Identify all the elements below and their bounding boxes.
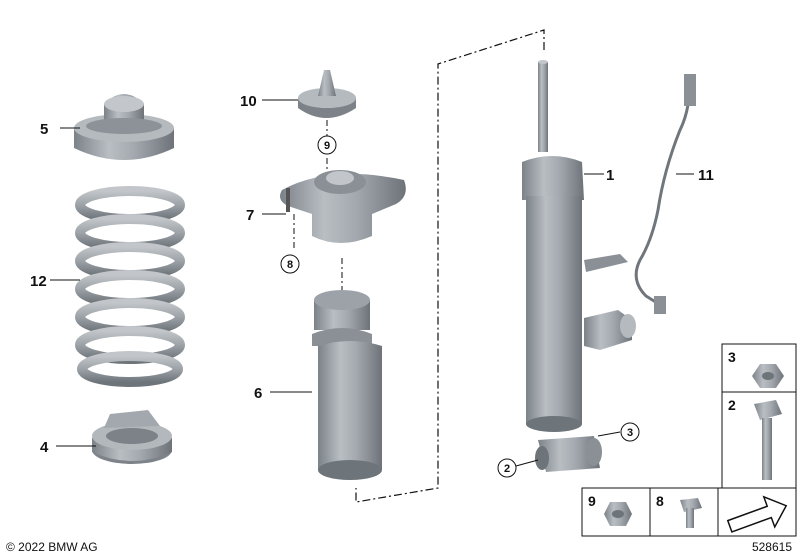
spring-upper-pad <box>74 94 174 160</box>
copyright-text: © 2022 BMW AG <box>6 540 98 554</box>
inset-label-8: 8 <box>656 493 664 509</box>
coil-spring <box>75 186 185 387</box>
callout-9-circle: 9 <box>317 135 337 155</box>
callout-6: 6 <box>254 385 262 402</box>
assembly-line-center <box>293 120 343 290</box>
callout-7: 7 <box>246 207 254 224</box>
strut-top-mount <box>280 170 406 243</box>
arrow-icon <box>726 495 788 533</box>
inset-label-9: 9 <box>588 493 596 509</box>
callout-1: 1 <box>606 167 614 184</box>
leader-lines <box>50 99 694 467</box>
callout-4: 4 <box>40 439 49 456</box>
inset-label-3: 3 <box>728 349 736 365</box>
callout-10: 10 <box>240 93 257 110</box>
callout-11: 11 <box>698 167 714 184</box>
inset-box-3: 3 <box>721 343 797 393</box>
callout-12: 12 <box>30 273 47 290</box>
inset-box-8: 8 <box>649 487 719 537</box>
callout-5: 5 <box>40 121 48 138</box>
callout-2-circle: 2 <box>497 458 517 478</box>
callout-8: 8 <box>287 259 293 271</box>
callout-2: 2 <box>504 463 510 475</box>
inset-box-9: 9 <box>581 487 651 537</box>
inset-box-2: 2 <box>721 391 797 489</box>
inset-label-2: 2 <box>728 397 736 413</box>
top-cap <box>298 70 356 118</box>
bump-stop-boot <box>312 290 382 480</box>
diagram-id: 528615 <box>751 540 792 554</box>
shock-absorber <box>522 60 636 472</box>
assembly-line <box>355 29 545 503</box>
spring-lower-pad <box>92 410 172 464</box>
inset-box-arrow <box>717 487 797 537</box>
callout-8-circle: 8 <box>280 254 300 274</box>
sensor-cable <box>634 74 696 314</box>
callout-3-circle: 3 <box>620 422 640 442</box>
callout-3: 3 <box>627 427 633 439</box>
callout-9: 9 <box>324 140 330 152</box>
